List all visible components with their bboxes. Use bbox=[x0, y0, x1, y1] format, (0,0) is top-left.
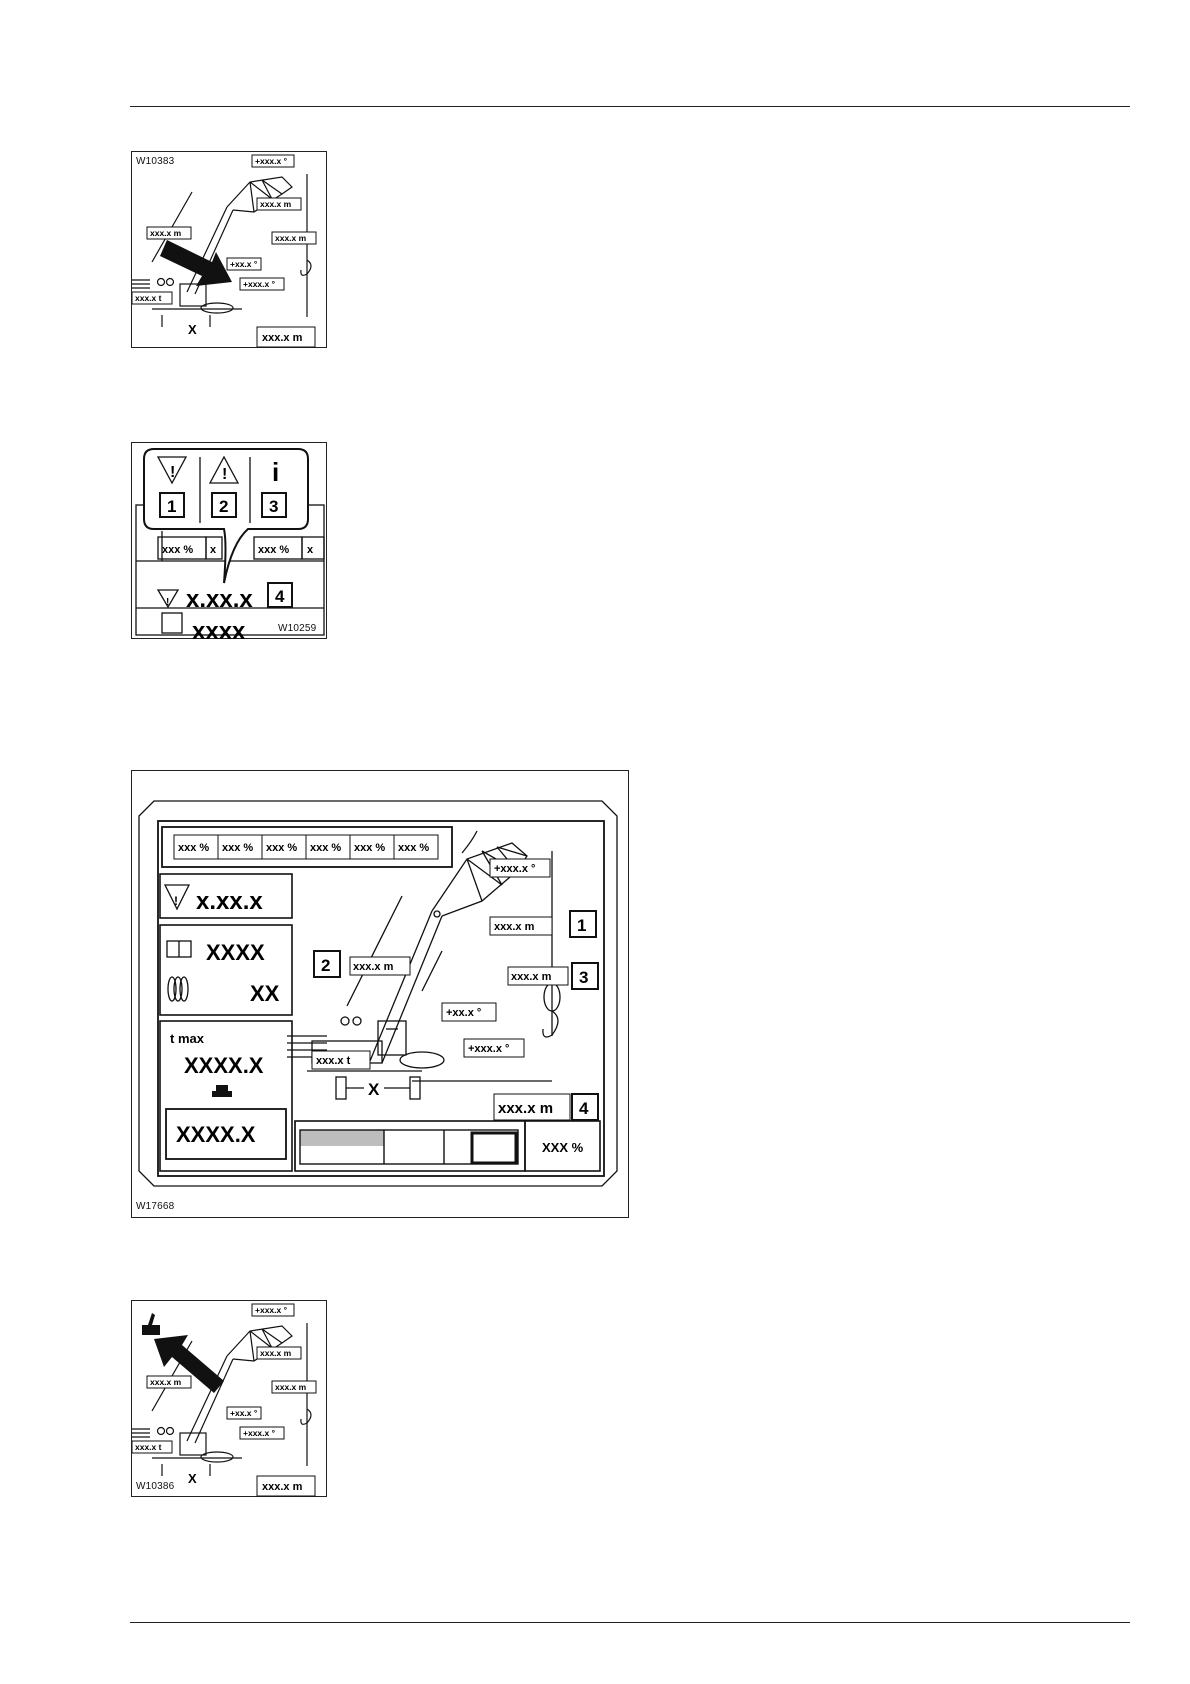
svg-text:!: ! bbox=[166, 597, 169, 608]
figure-w10383: +xxx.x ° xxx.x m xxx.x m xxx.x m +xx.x °… bbox=[131, 151, 327, 348]
pct-cell-4: x bbox=[307, 544, 314, 556]
angle-top-label: +xxx.x ° bbox=[255, 156, 288, 166]
jib-length-label: xxx.x m bbox=[260, 1348, 292, 1358]
angle-top-label: +xxx.x ° bbox=[494, 863, 535, 875]
radius-label: xxx.x m bbox=[262, 332, 303, 344]
height-label: xxx.x m bbox=[275, 1382, 307, 1392]
callout-1: 1 bbox=[577, 916, 586, 935]
number-4: 4 bbox=[275, 587, 285, 606]
load-label: xxx.x t bbox=[316, 1055, 351, 1067]
info-icon: i bbox=[272, 457, 279, 487]
radius-label: xxx.x m bbox=[262, 1481, 303, 1493]
boom-length-label: xxx.x m bbox=[150, 1377, 182, 1387]
figure-w10386: +xxx.x ° xxx.x m xxx.x m xxx.x m +xx.x °… bbox=[131, 1300, 327, 1497]
load-moment-display-diagram: xxx % xxx % xxx % xxx % xxx % xxx % ! x.… bbox=[138, 800, 618, 1187]
boom-length-label: xxx.x m bbox=[150, 228, 182, 238]
angle-top-label: +xxx.x ° bbox=[255, 1305, 288, 1315]
tmax-value: XXXX.X bbox=[184, 1053, 264, 1078]
radius-label: xxx.x m bbox=[498, 1100, 553, 1117]
pct-cell-3: xxx % bbox=[266, 842, 297, 854]
callout-4: 4 bbox=[579, 1099, 589, 1118]
x-label: X bbox=[188, 1471, 197, 1486]
figure-w17668: xxx % xxx % xxx % xxx % xxx % xxx % ! x.… bbox=[131, 770, 629, 1218]
boom-angle-label: +xx.x ° bbox=[230, 1408, 258, 1418]
counter-top: XXXX bbox=[206, 940, 265, 965]
number-3: 3 bbox=[269, 497, 278, 516]
pct-cell-2: xxx % bbox=[222, 842, 253, 854]
callout-3: 3 bbox=[579, 968, 588, 987]
pct-cell-6: xxx % bbox=[398, 842, 429, 854]
boom-length-label: xxx.x m bbox=[353, 961, 394, 973]
height-label: xxx.x m bbox=[275, 233, 307, 243]
x-label: X bbox=[368, 1080, 380, 1099]
pct-cell-4: xxx % bbox=[310, 842, 341, 854]
boom-angle-label: +xx.x ° bbox=[230, 259, 258, 269]
footer-rule bbox=[130, 1622, 1130, 1623]
tmax-label: t max bbox=[170, 1031, 205, 1046]
crane-diagram: +xxx.x ° xxx.x m xxx.x m xxx.x m +xx.x °… bbox=[132, 154, 317, 348]
svg-text:!: ! bbox=[222, 466, 227, 483]
jib-length-label: xxx.x m bbox=[260, 199, 292, 209]
svg-text:!: ! bbox=[174, 894, 178, 908]
figure-code: W10383 bbox=[136, 156, 175, 167]
x-label: X bbox=[188, 322, 197, 337]
figure-code: W10259 bbox=[278, 623, 317, 634]
crane-diagram: +xxx.x ° xxx.x m xxx.x m xxx.x m +xx.x °… bbox=[132, 1303, 317, 1497]
pct-cell-1: xxx % bbox=[162, 544, 193, 556]
warn-value: x.xx.x bbox=[196, 888, 263, 915]
svg-text:!: ! bbox=[170, 464, 175, 481]
figure-w10259: ! ! i 1 2 3 4 xxx % x xxx % x ! x.xx.x x… bbox=[131, 442, 327, 640]
load-hook-icon bbox=[212, 1085, 232, 1097]
jib-length-label: xxx.x m bbox=[494, 921, 535, 933]
warning-display-diagram: ! ! i 1 2 3 4 xxx % x xxx % x ! x.xx.x x… bbox=[135, 448, 325, 640]
bottom-value: xxxx bbox=[192, 618, 246, 640]
figure-code: W10386 bbox=[136, 1481, 175, 1492]
load-value: XXXX.X bbox=[176, 1122, 256, 1147]
pct-cell-5: xxx % bbox=[354, 842, 385, 854]
big-value: x.xx.x bbox=[186, 586, 253, 613]
pct-value: XXX % bbox=[542, 1140, 584, 1155]
header-rule bbox=[130, 106, 1130, 107]
slew-angle-label: +xxx.x ° bbox=[468, 1043, 509, 1055]
figure-code: W17668 bbox=[136, 1201, 175, 1212]
load-label: xxx.x t bbox=[135, 1442, 162, 1452]
number-2: 2 bbox=[219, 497, 228, 516]
pct-cell-3: xxx % bbox=[258, 544, 289, 556]
slew-angle-label: +xxx.x ° bbox=[243, 1428, 276, 1438]
load-label: xxx.x t bbox=[135, 293, 162, 303]
slew-angle-label: +xxx.x ° bbox=[243, 279, 276, 289]
hand-icon bbox=[142, 1313, 160, 1335]
callout-2: 2 bbox=[321, 956, 330, 975]
number-1: 1 bbox=[167, 497, 176, 516]
boom-angle-label: +xx.x ° bbox=[446, 1007, 481, 1019]
height-label: xxx.x m bbox=[511, 971, 552, 983]
counter-bottom: XX bbox=[250, 981, 280, 1006]
pct-cell-2: x bbox=[210, 544, 217, 556]
pct-cell-1: xxx % bbox=[178, 842, 209, 854]
